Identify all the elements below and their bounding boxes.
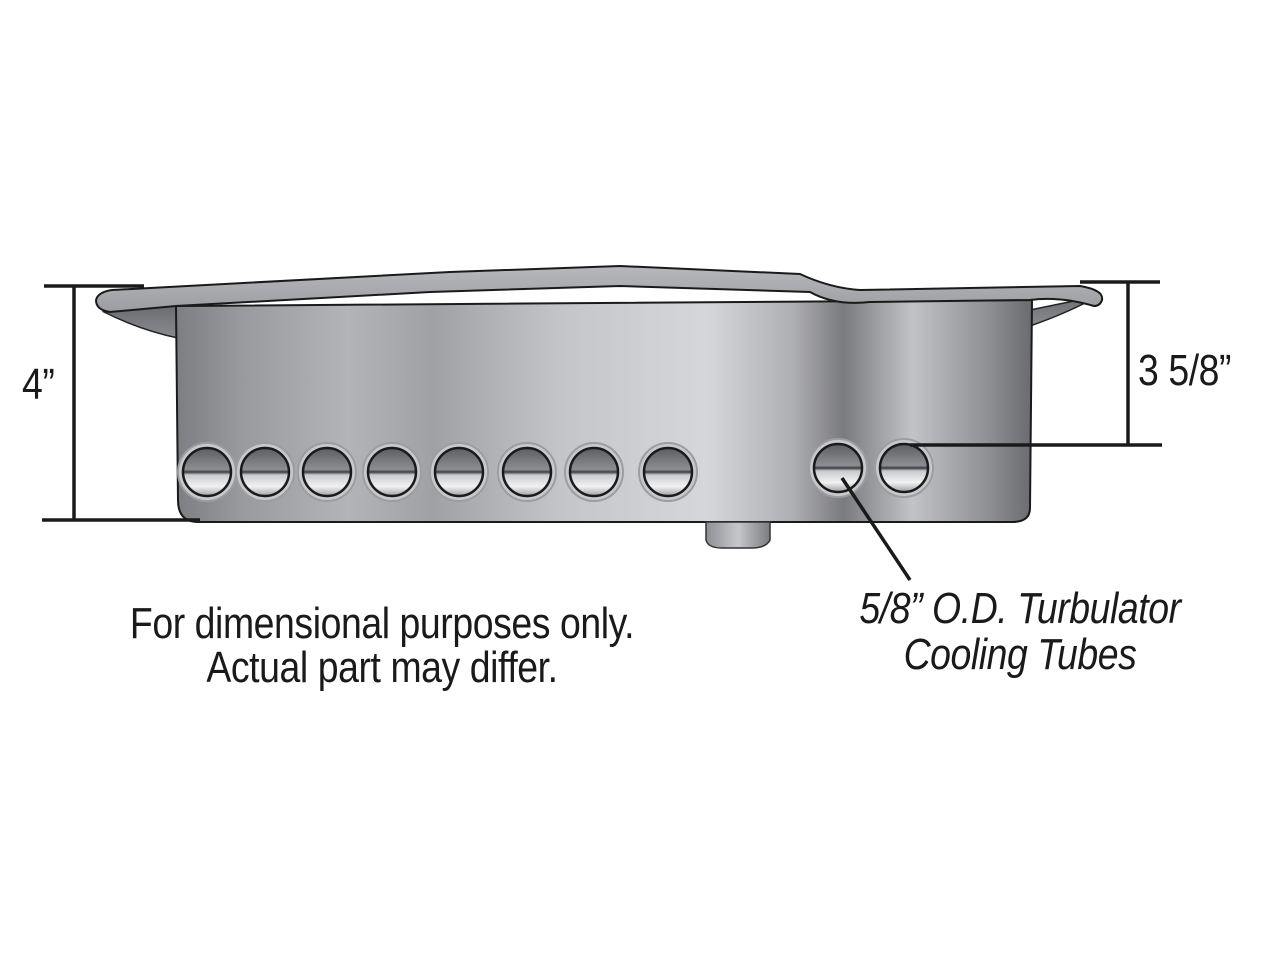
callout-leader-line: [840, 477, 912, 581]
disclaimer-line-2: Actual part may differ.: [206, 643, 558, 692]
pan-flange: [94, 264, 1104, 314]
drain-plug-nut: [705, 521, 771, 549]
cooling-tubes: [177, 438, 934, 502]
cooling-tube-4: [362, 442, 422, 502]
cooling-tube-10: [874, 438, 934, 498]
cooling-tube-8: [638, 442, 698, 502]
overall-height-label: 4”: [22, 360, 55, 409]
dimension-line-flange-to-tube: [910, 280, 1162, 447]
flange-to-tube-height-label: 3 5/8”: [1138, 346, 1232, 395]
disclaimer-line-1: For dimensional purposes only.: [129, 599, 635, 648]
cooling-tube-1: [177, 442, 237, 502]
callout-line-1: 5/8” O.D. Turbulator: [859, 584, 1181, 633]
cooling-tube-2: [235, 442, 295, 502]
cooling-tube-9: [808, 438, 868, 498]
cooling-tube-7: [564, 442, 624, 502]
cooling-tube-3: [297, 442, 357, 502]
dimension-line-overall-height: [42, 284, 200, 522]
cooling-tube-5: [429, 442, 489, 502]
cooling-tube-6: [497, 442, 557, 502]
callout-line-2: Cooling Tubes: [903, 630, 1137, 679]
disclaimer-text: For dimensional purposes only. Actual pa…: [110, 602, 654, 690]
cooling-tube-callout: 5/8” O.D. Turbulator Cooling Tubes: [833, 586, 1207, 678]
